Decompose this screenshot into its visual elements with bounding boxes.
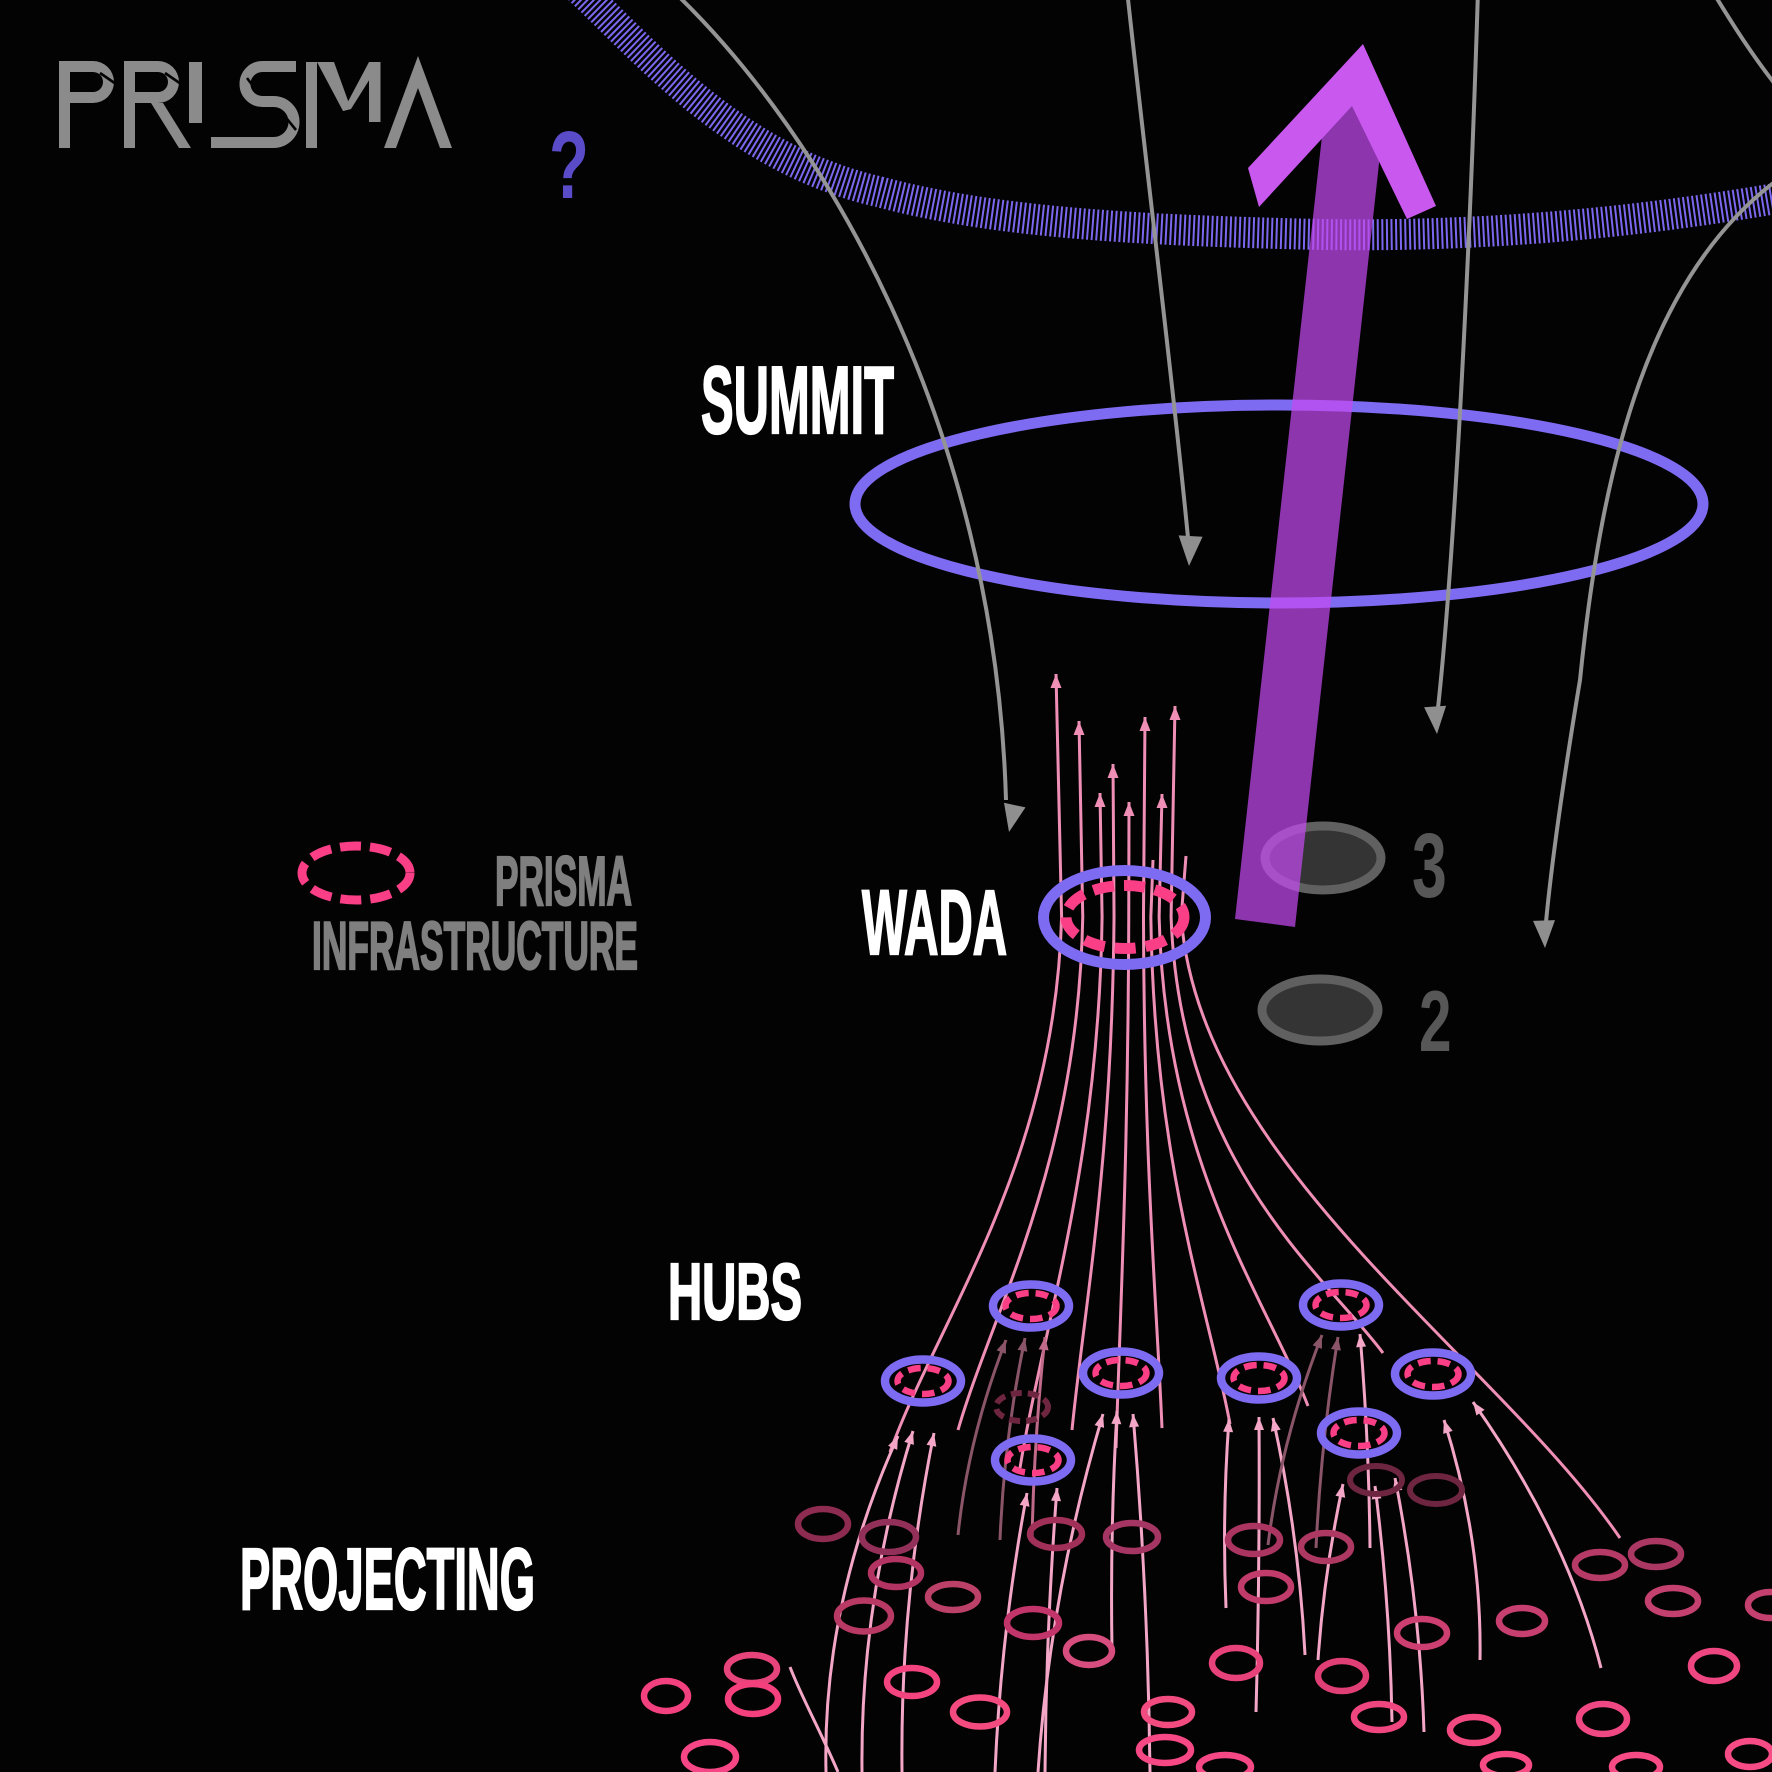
svg-text:WADA: WADA: [862, 872, 1007, 974]
svg-text:SUMMIT: SUMMIT: [701, 347, 894, 454]
svg-text:?: ?: [549, 113, 589, 219]
svg-text:PROJECTING: PROJECTING: [240, 1531, 535, 1628]
svg-text:INFRASTRUCTURE: INFRASTRUCTURE: [312, 908, 638, 984]
svg-text:2: 2: [1419, 973, 1452, 1070]
svg-text:PRISMA: PRISMA: [495, 842, 632, 920]
svg-text:HUBS: HUBS: [668, 1247, 802, 1336]
svg-text:3: 3: [1412, 814, 1447, 917]
